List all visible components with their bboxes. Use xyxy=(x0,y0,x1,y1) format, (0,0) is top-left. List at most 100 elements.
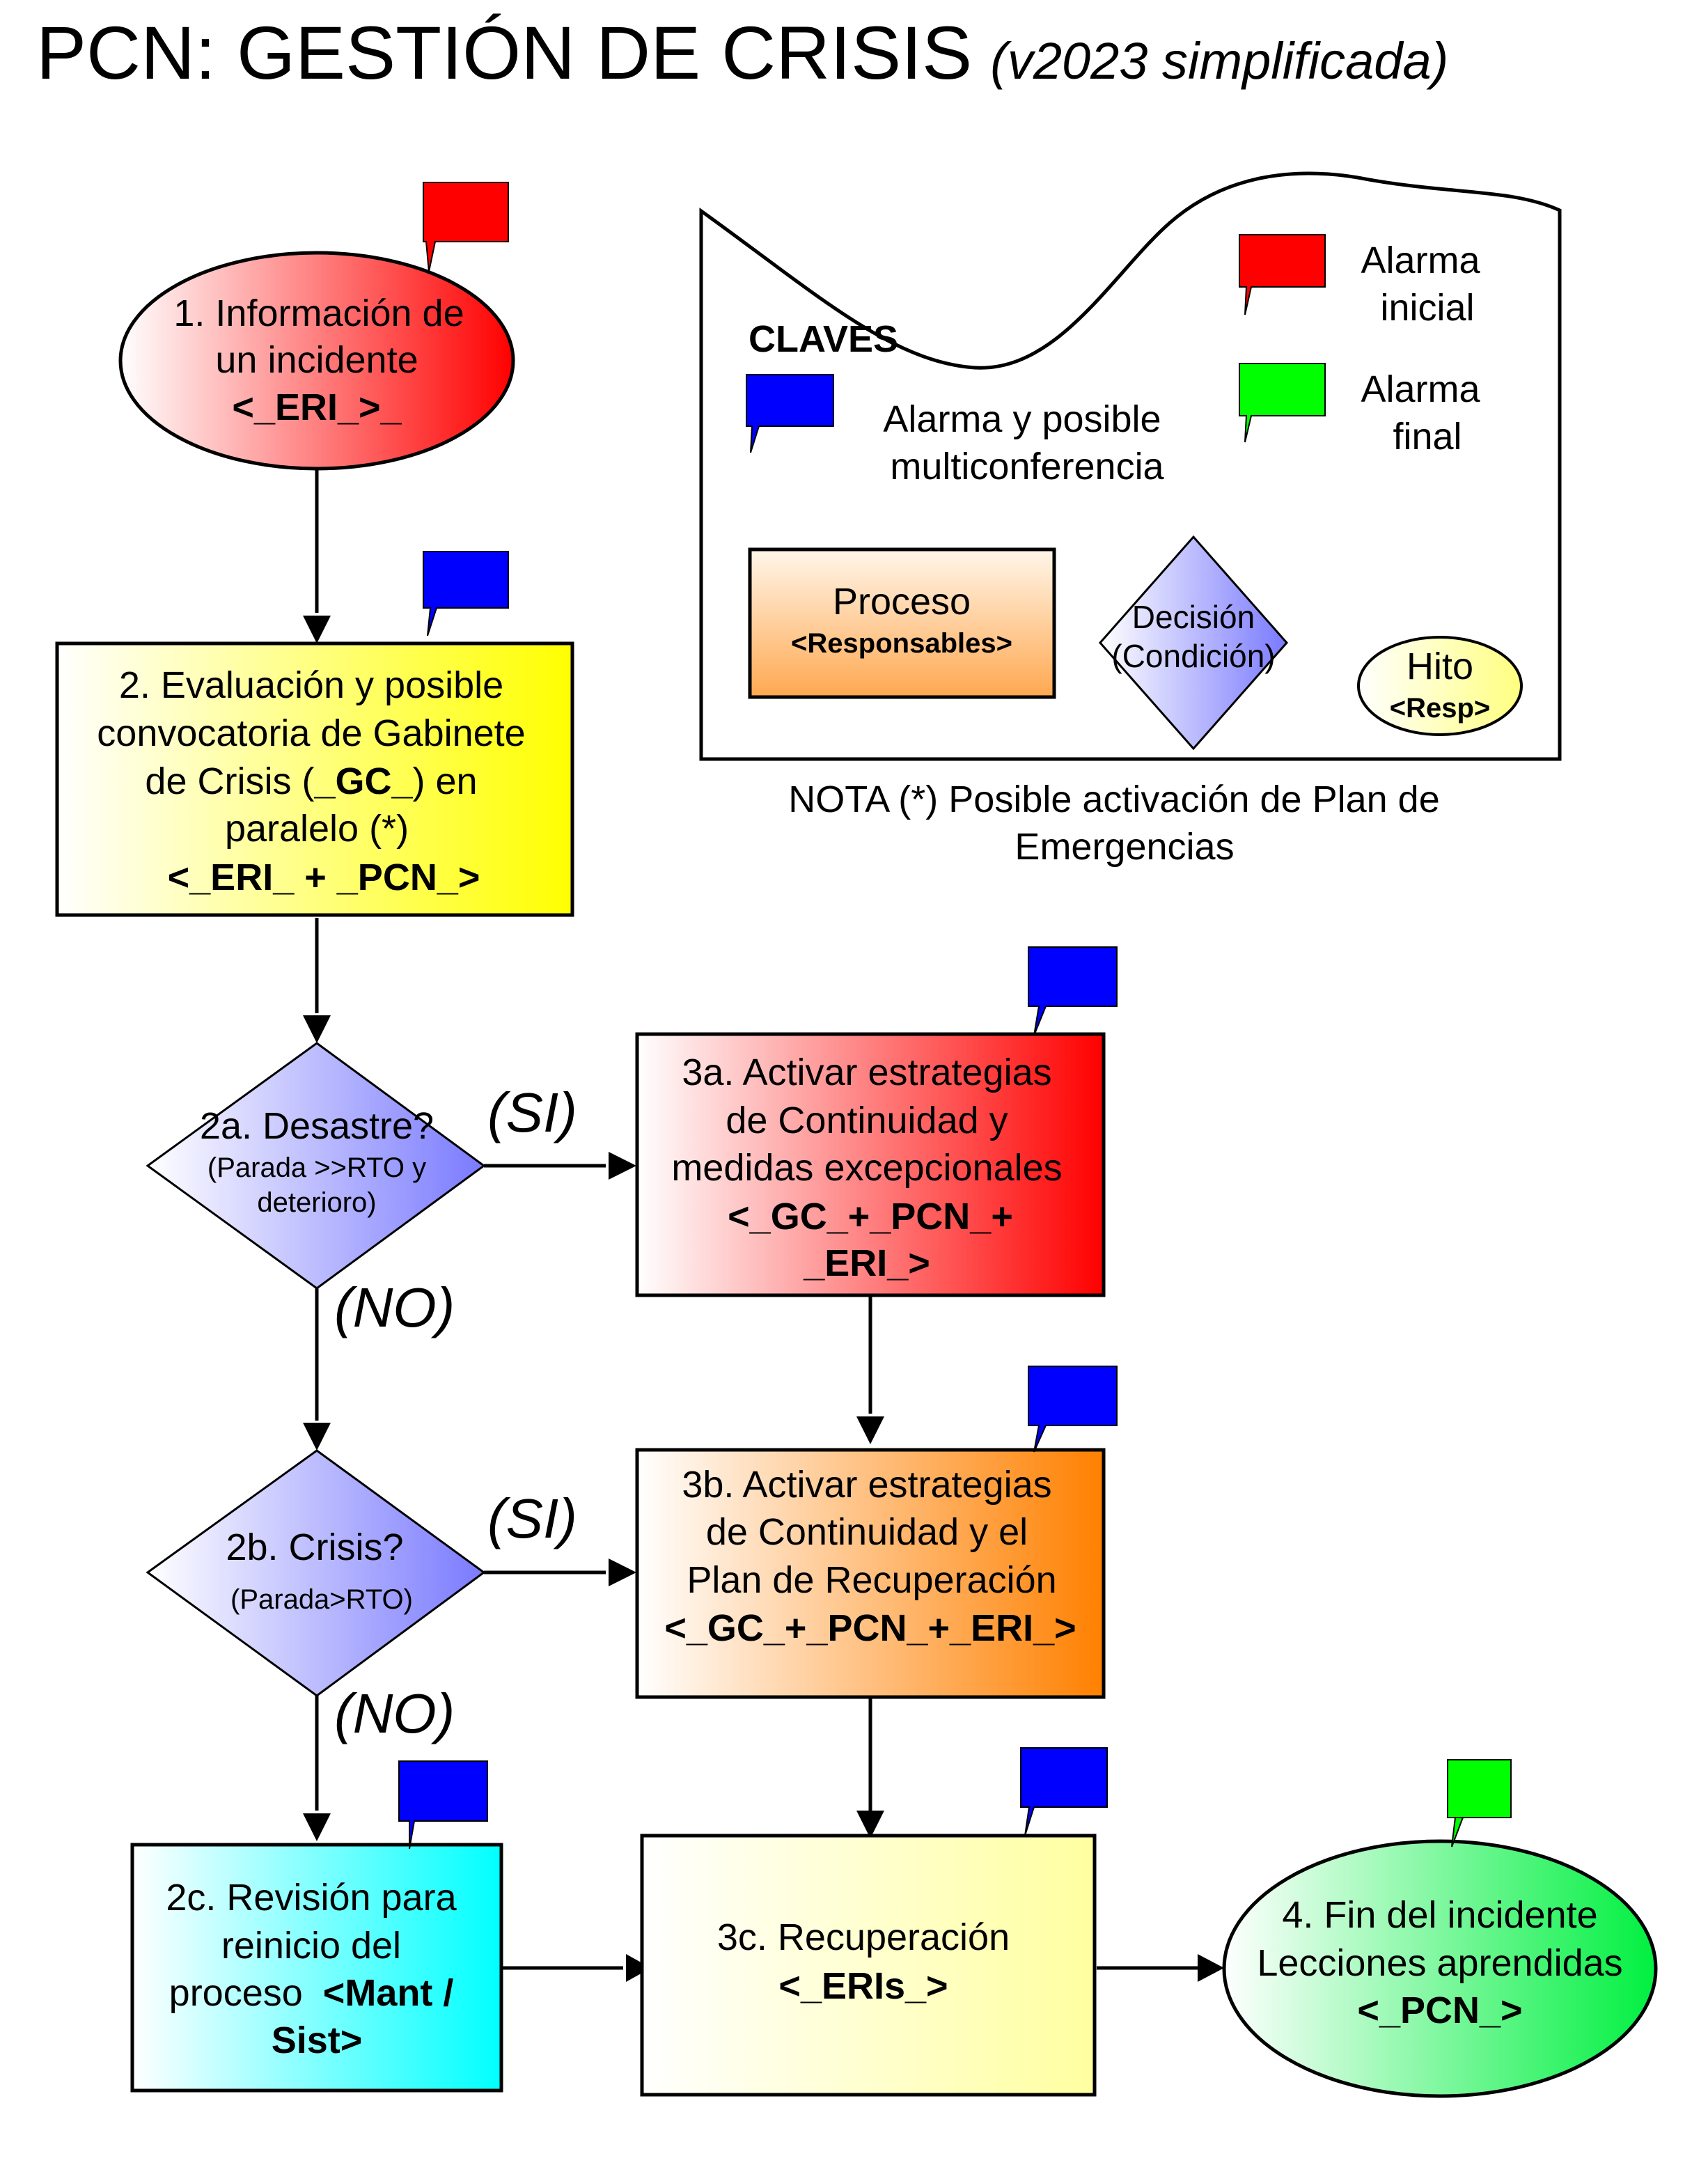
node-2-line-3: de Crisis (_GC_) en xyxy=(145,760,477,802)
node-2-line-3-pre: de Crisis ( xyxy=(145,760,314,802)
node-1-line-1: 1. Información de xyxy=(173,292,464,334)
node-2b-title: 2b. Crisis? xyxy=(226,1526,403,1568)
legend-process-label: Proceso xyxy=(833,581,971,623)
node-2-line-2: convocatoria de Gabinete xyxy=(97,712,525,754)
note-line-2: Emergencias xyxy=(1014,826,1234,868)
arrowhead-n3b-top xyxy=(856,1416,884,1444)
edge-label-2a-si: (SI) xyxy=(487,1081,577,1143)
node-3c-responsible: <_ERIs_> xyxy=(778,1965,948,2007)
diagram-title: PCN: GESTIÓN DE CRISIS(v2023 simplificad… xyxy=(36,15,1448,91)
node-2b-shape xyxy=(146,1449,486,1697)
node-2c-line-1: 2c. Revisión para xyxy=(166,1877,457,1919)
alarm-conference-callout-icon xyxy=(1028,946,1118,1036)
edge-label-2a-no: (NO) xyxy=(334,1276,455,1338)
legend-alarm-initial-line-1: Alarma xyxy=(1361,240,1480,281)
node-2c-line-4: Sist> xyxy=(272,2019,363,2061)
node-3a-responsible-1: <_GC_+_PCN_+ xyxy=(728,1196,1013,1237)
node-3c-shape xyxy=(640,1834,1097,2097)
arrowhead-n3c-top xyxy=(856,1811,884,1838)
node-2-line-3-bold: _GC_ xyxy=(313,760,413,802)
node-3a-line-1: 3a. Activar estrategias xyxy=(682,1052,1051,1093)
legend-panel: CLAVES Alarma inicial Alarma y posible m… xyxy=(699,171,1562,761)
node-2a-title: 2a. Desastre? xyxy=(200,1105,434,1147)
legend-alarm-final-line-1: Alarma xyxy=(1361,368,1480,410)
node-3b-responsible: <_GC_+_PCN_+_ERI_> xyxy=(664,1607,1076,1649)
title-subtitle: (v2023 simplificada) xyxy=(990,32,1449,90)
alarm-conference-callout-icon xyxy=(398,1760,488,1850)
node-3b-activate-recovery-plan[interactable]: 3b. Activar estrategias de Continuidad y… xyxy=(635,1448,1106,1699)
node-2b-condition: (Parada>RTO) xyxy=(230,1584,413,1615)
arrowhead-n2a xyxy=(303,1015,331,1043)
node-2c-shape xyxy=(130,1843,503,2093)
legend-process-shape xyxy=(748,547,1056,699)
arrowhead-n4 xyxy=(1198,1954,1224,1982)
node-2c-line-2: reinicio del xyxy=(221,1925,401,1967)
node-3b-line-3: Plan de Recuperación xyxy=(687,1559,1056,1601)
legend-milestone-shape xyxy=(1357,636,1523,736)
node-4-line-2: Lecciones aprendidas xyxy=(1257,1942,1622,1984)
node-3a-activate-continuity[interactable]: 3a. Activar estrategias de Continuidad y… xyxy=(635,1032,1106,1297)
title-main: PCN: GESTIÓN DE CRISIS xyxy=(36,10,973,95)
legend-alarm-initial-icon xyxy=(1239,234,1326,315)
node-4-line-1: 4. Fin del incidente xyxy=(1282,1894,1597,1936)
node-3a-shape xyxy=(635,1032,1106,1297)
node-2a-disaster-decision[interactable]: 2a. Desastre? (Parada >>RTO y deterioro) xyxy=(146,1042,486,1290)
node-3a-line-2: de Continuidad y xyxy=(726,1100,1008,1141)
node-2a-shape xyxy=(146,1042,486,1290)
node-2a-condition-1: (Parada >>RTO y xyxy=(207,1153,426,1183)
alarm-conference-callout-icon xyxy=(1020,1747,1108,1836)
node-2-evaluation[interactable]: 2. Evaluación y posible convocatoria de … xyxy=(55,641,574,917)
node-1-line-2: un incidente xyxy=(215,339,418,381)
legend-alarm-conference-line-1: Alarma y posible xyxy=(883,398,1161,440)
node-1-incident-info[interactable]: 1. Información de un incidente <_ERI_>_ xyxy=(118,251,515,471)
node-2c-restart-review[interactable]: 2c. Revisión para reinicio del proceso <… xyxy=(130,1843,503,2093)
node-1-responsible: <_ERI_>_ xyxy=(232,386,402,428)
arrowhead-n2 xyxy=(303,616,331,643)
arrowhead-n2b xyxy=(303,1423,331,1451)
node-4-incident-end[interactable]: 4. Fin del incidente Lecciones aprendida… xyxy=(1222,1839,1658,2098)
node-2c-line-3: proceso <Mant / xyxy=(169,1972,454,2014)
edge-label-2b-si: (SI) xyxy=(487,1487,577,1549)
arrowhead-n3b xyxy=(609,1558,636,1586)
node-2-line-3-post: ) en xyxy=(413,760,478,802)
node-2-shape xyxy=(55,641,574,917)
node-3c-line-1: 3c. Recuperación xyxy=(717,1916,1010,1958)
node-3a-line-3: medidas excepcionales xyxy=(671,1147,1062,1189)
edge-label-2b-no: (NO) xyxy=(334,1682,455,1744)
node-2-line-1: 2. Evaluación y posible xyxy=(119,664,503,706)
node-3b-line-2: de Continuidad y el xyxy=(706,1511,1028,1553)
node-4-shape xyxy=(1222,1839,1658,2098)
node-2c-line-3-pre: proceso xyxy=(169,1972,313,2014)
legend-decision-label: Decisión xyxy=(1132,599,1255,635)
node-3b-line-1: 3b. Activar estrategias xyxy=(682,1464,1051,1506)
alarm-final-callout-icon xyxy=(1447,1759,1512,1847)
note-line-1: NOTA (*) Posible activación de Plan de xyxy=(788,779,1439,820)
node-2a-condition-2: deterioro) xyxy=(257,1187,376,1218)
legend-alarm-final-icon xyxy=(1239,363,1326,443)
alarm-conference-callout-icon xyxy=(423,551,509,636)
node-2b-crisis-decision[interactable]: 2b. Crisis? (Parada>RTO) xyxy=(146,1449,486,1697)
node-3a-responsible-2: _ERI_> xyxy=(803,1242,930,1284)
connectors xyxy=(315,468,1198,1970)
node-4-responsible: <_PCN_> xyxy=(1357,1990,1522,2031)
legend-alarm-final-line-2: final xyxy=(1393,416,1462,458)
arrowhead-n3c-left xyxy=(626,1954,651,1982)
legend-decision-shape xyxy=(1099,535,1288,751)
legend-alarm-initial-line-2: inicial xyxy=(1380,287,1474,329)
legend-alarm-conference-icon xyxy=(746,374,834,453)
alarm-initial-callout-icon xyxy=(423,182,509,272)
legend-process-sub: <Responsables> xyxy=(791,628,1012,659)
legend-title: CLAVES xyxy=(749,318,898,360)
arrowhead-n2c xyxy=(303,1813,331,1841)
legend-decision-sub: (Condición) xyxy=(1111,638,1275,674)
arrowhead-n3a xyxy=(609,1152,636,1180)
arrowheads xyxy=(303,616,1224,1982)
legend-milestone-sub: <Resp> xyxy=(1390,693,1491,724)
node-1-shape xyxy=(118,251,515,471)
node-2-responsible: <_ERI_ + _PCN_> xyxy=(168,857,480,898)
legend-alarm-conference-line-2: multiconferencia xyxy=(890,446,1164,487)
node-2c-line-3-bold: <Mant / xyxy=(323,1972,454,2014)
node-3c-recovery[interactable]: 3c. Recuperación <_ERIs_> xyxy=(640,1834,1097,2097)
alarm-conference-callout-icon xyxy=(1028,1366,1118,1453)
